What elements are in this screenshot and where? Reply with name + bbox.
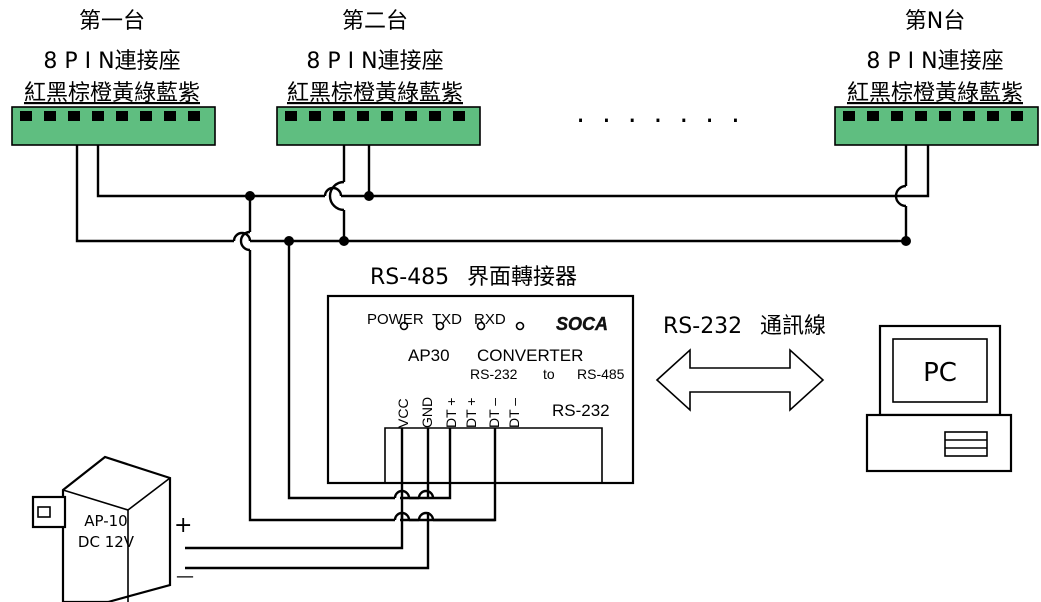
adapter-model: AP-10 (84, 512, 127, 530)
unit-n-title: 第N台 (905, 9, 965, 34)
led-spare-indicator (515, 321, 525, 331)
led-power-indicator (399, 321, 409, 331)
bidirectional-arrow-icon (655, 348, 825, 412)
pc-computer: PC (865, 324, 1013, 473)
pc-monitor (878, 324, 1002, 417)
unit-2: 第二台 8 P I N連接座 紅黑棕橙黃綠藍紫 (276, 9, 481, 146)
converter-title-code: RS-485 (370, 265, 449, 290)
unit-n: 第N台 8 P I N連接座 紅黑棕橙黃綠藍紫 (834, 9, 1039, 146)
model-label: AP30 (408, 346, 450, 365)
pc-screen (892, 338, 988, 403)
rs485-bus-wires (75, 145, 930, 522)
unit-2-connector-label: 8 P I N連接座 (306, 49, 443, 74)
pin-gnd-label: GND (419, 397, 435, 428)
pin-dt-plus-2-label: DT + (463, 398, 479, 428)
unit-1: 第一台 8 P I N連接座 紅黑棕橙黃綠藍紫 (11, 9, 216, 146)
unit-2-8pin-connector (276, 106, 481, 146)
adapter-plug-icon (31, 495, 67, 529)
rs232-link-text: 通訊線 (760, 314, 826, 339)
pc-label: PC (923, 358, 957, 388)
pin-dt-minus-2-label: DT – (506, 398, 522, 428)
subtitle-to: to (543, 366, 555, 382)
disk-drive-icon (944, 431, 988, 457)
led-power-label: POWER (367, 311, 424, 328)
led-txd-indicator (435, 321, 445, 331)
rs232-link-code: RS-232 (663, 314, 742, 339)
rs485-converter: RS-485 界面轉接器 POWER TXD RXD SOCA AP30 CON… (326, 265, 635, 522)
soca-logo: SOCA (555, 313, 609, 334)
more-units-ellipsis: . . . . . . . (576, 96, 744, 129)
pin-dt-plus-1-label: DT + (443, 398, 459, 428)
adapter-minus-label: — (176, 566, 194, 587)
pin-dt-minus-1-label: DT – (486, 398, 502, 428)
unit-2-wire-colors: 紅黑棕橙黃綠藍紫 (287, 81, 463, 106)
subtitle-from: RS-232 (470, 366, 518, 382)
adapter-body (61, 455, 172, 602)
unit-n-connector-label: 8 P I N連接座 (866, 49, 1003, 74)
pin-vcc-label: VCC (395, 398, 411, 428)
rs232-link: RS-232 通訊線 (655, 314, 826, 412)
led-rxd-indicator (476, 321, 486, 331)
adapter-plus-label: + (174, 513, 192, 538)
unit-1-connector-label: 8 P I N連接座 (43, 49, 180, 74)
led-rxd-label: RXD (474, 311, 506, 328)
unit-1-title: 第一台 (79, 9, 145, 34)
unit-n-8pin-connector (834, 106, 1039, 146)
unit-2-title: 第二台 (342, 9, 408, 34)
pc-base (865, 413, 1013, 473)
converter-wire-crossings (185, 489, 495, 570)
rs232-port-label: RS-232 (552, 401, 610, 420)
unit-1-8pin-connector (11, 106, 216, 146)
unit-1-wire-colors: 紅黑棕橙黃綠藍紫 (24, 81, 200, 106)
unit-n-wire-colors: 紅黑棕橙黃綠藍紫 (847, 81, 1023, 106)
brand-text: SOCA (556, 314, 608, 334)
led-txd-label: TXD (432, 311, 462, 328)
converter-name-label: CONVERTER (477, 346, 583, 365)
terminal-strip (384, 427, 603, 484)
subtitle-target: RS-485 (577, 366, 625, 382)
converter-title-text: 界面轉接器 (467, 265, 577, 290)
adapter-rating: DC 12V (78, 533, 135, 551)
power-adapter: AP-10 DC 12V + — (31, 455, 194, 602)
